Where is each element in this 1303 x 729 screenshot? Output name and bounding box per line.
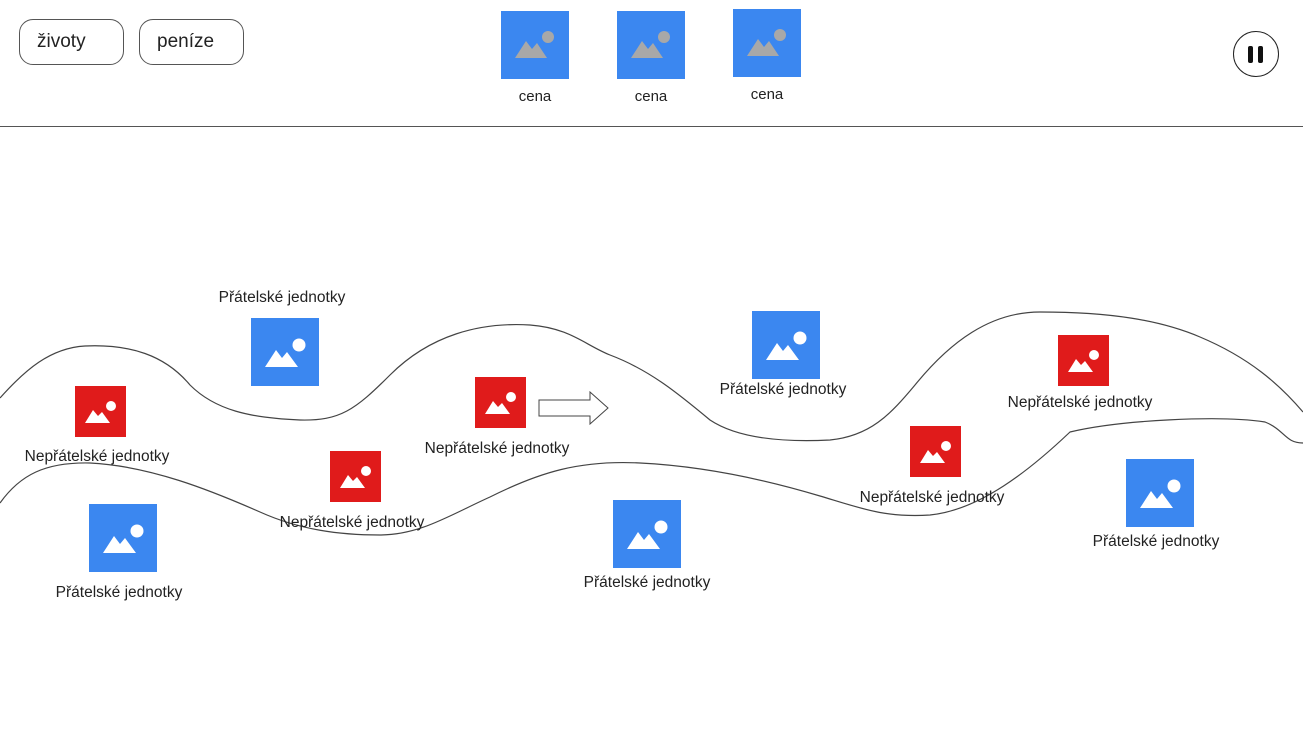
unit-label: Nepřátelské jednotky [24, 448, 170, 465]
enemy-unit[interactable] [910, 426, 961, 477]
enemy-unit[interactable] [475, 377, 526, 428]
image-placeholder-icon [103, 524, 144, 553]
image-placeholder-icon [627, 520, 668, 549]
unit-label: Nepřátelské jednotky [279, 514, 425, 531]
unit-label: Přátelské jednotky [719, 381, 847, 398]
friendly-unit[interactable] [1126, 459, 1194, 527]
shop-item-3[interactable]: cena [732, 9, 802, 103]
image-placeholder-icon [501, 11, 569, 79]
shop-price-label: cena [518, 88, 552, 105]
image-placeholder-icon [1140, 479, 1181, 508]
arrow-right-icon [538, 391, 609, 425]
shop-item-1[interactable]: cena [500, 11, 570, 105]
money-counter: peníze [139, 19, 244, 65]
unit-label: Přátelské jednotky [218, 289, 346, 306]
friendly-unit[interactable] [613, 500, 681, 568]
money-label: peníze [157, 31, 215, 52]
unit-label: Přátelské jednotky [1092, 533, 1220, 550]
unit-label: Přátelské jednotky [583, 574, 711, 591]
unit-label: Přátelské jednotky [55, 584, 183, 601]
image-placeholder-icon [485, 392, 516, 414]
friendly-unit[interactable] [752, 311, 820, 379]
unit-label: Nepřátelské jednotky [424, 440, 570, 457]
unit-label: Nepřátelské jednotky [1007, 394, 1153, 411]
image-placeholder-icon [733, 9, 801, 77]
pause-button[interactable] [1233, 31, 1279, 77]
lives-counter: životy [19, 19, 124, 65]
enemy-unit[interactable] [1058, 335, 1109, 386]
shop-price-label: cena [634, 88, 668, 105]
image-placeholder-icon [920, 441, 951, 463]
unit-label: Nepřátelské jednotky [859, 489, 1005, 506]
image-placeholder-icon [85, 401, 116, 423]
image-placeholder-icon [265, 338, 306, 367]
shop-price-label: cena [750, 86, 784, 103]
image-placeholder-icon [1068, 350, 1099, 372]
image-placeholder-icon [617, 11, 685, 79]
lives-label: životy [37, 31, 86, 52]
enemy-unit[interactable] [75, 386, 126, 437]
hud-divider [0, 126, 1303, 127]
shop-item-2[interactable]: cena [616, 11, 686, 105]
enemy-unit[interactable] [330, 451, 381, 502]
image-placeholder-icon [340, 466, 371, 488]
friendly-unit[interactable] [251, 318, 319, 386]
image-placeholder-icon [766, 331, 807, 360]
friendly-unit[interactable] [89, 504, 157, 572]
